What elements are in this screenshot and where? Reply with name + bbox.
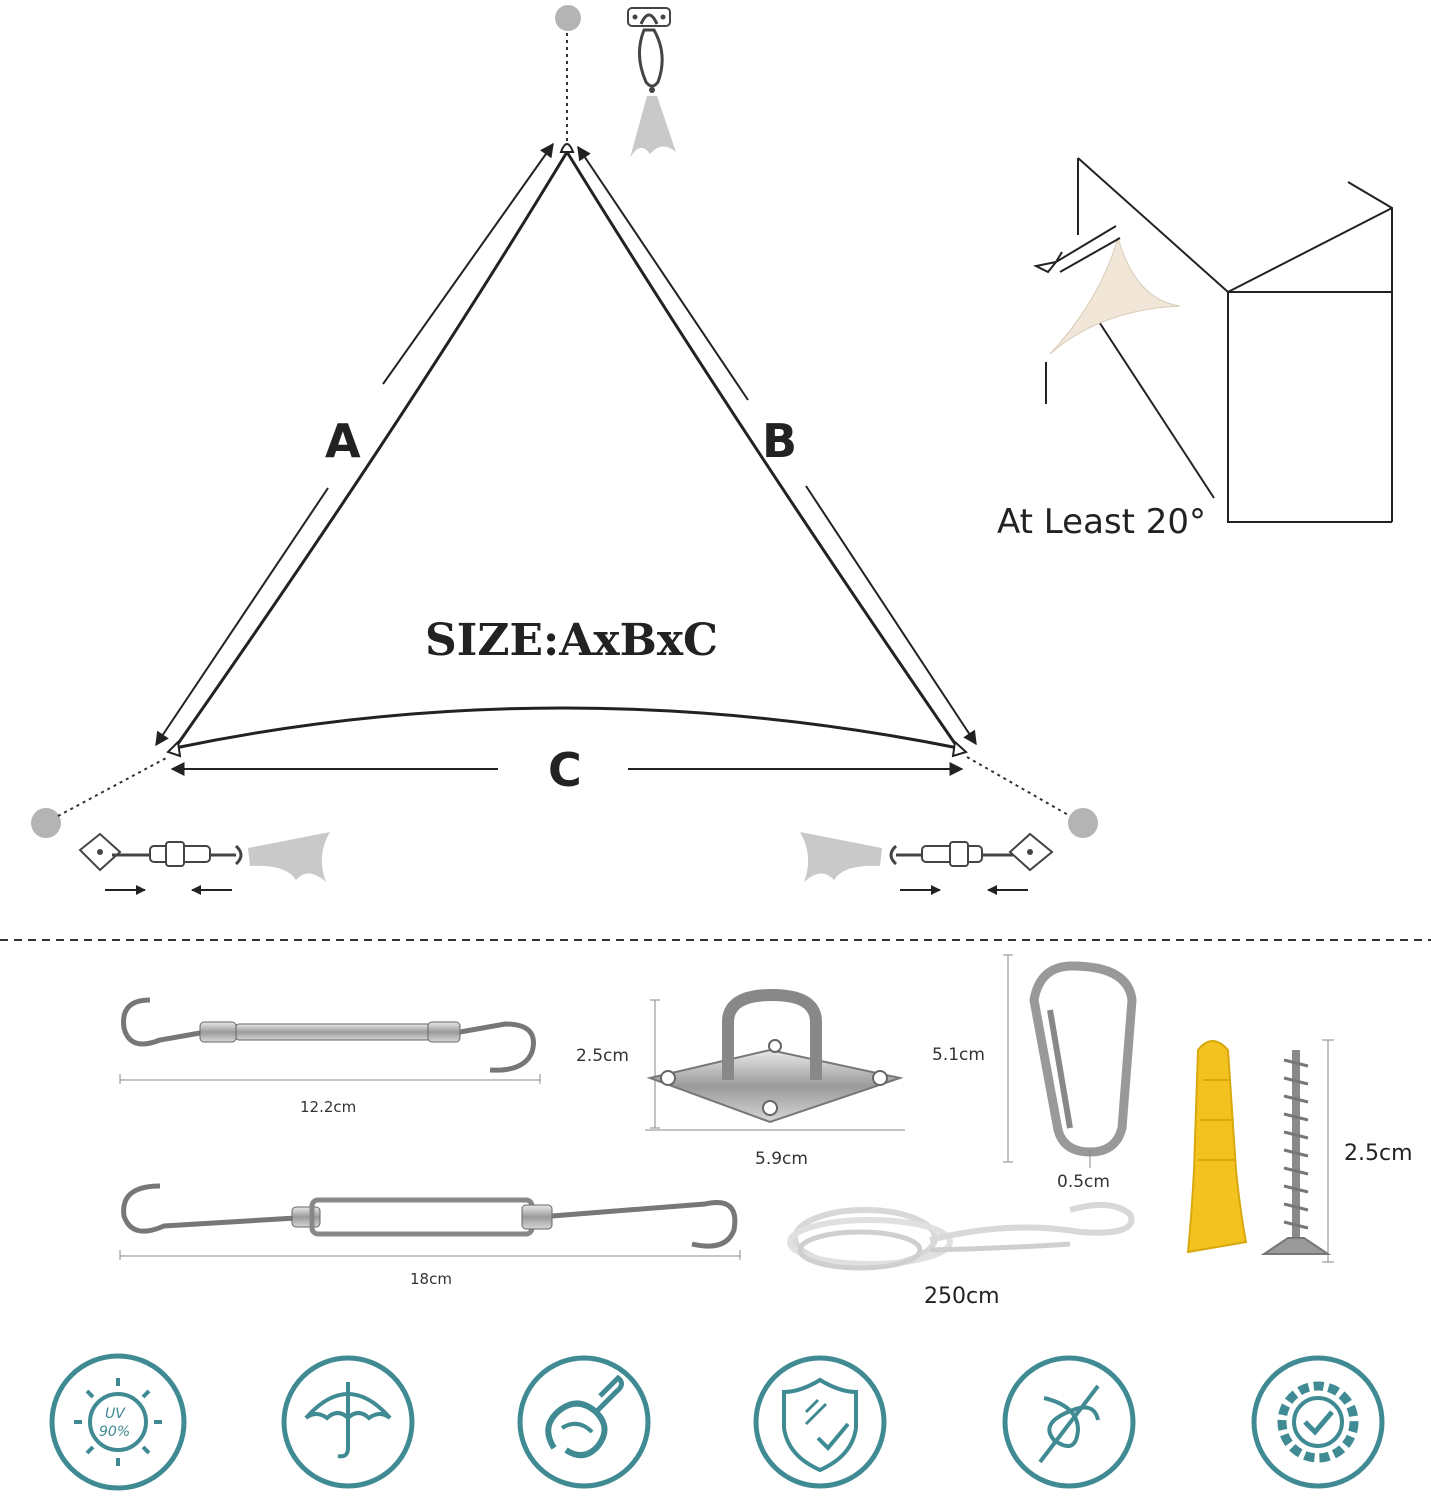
top-hardware-illustration <box>627 7 676 158</box>
side-a-arrow-upper <box>382 142 554 385</box>
rope-length: 250cm <box>924 1284 1000 1309</box>
turnbuckle-small-length: 12.2cm <box>300 1098 356 1116</box>
angle-label: At Least 20° <box>997 502 1206 542</box>
side-a-arrow-lower <box>155 487 329 747</box>
needle-thread-icon <box>1002 1355 1136 1489</box>
right-corner-ring <box>951 739 968 758</box>
side-b-arrow-lower <box>805 485 977 746</box>
left-anchor-point <box>31 808 61 838</box>
size-formula: SIZE:AxBxC <box>425 615 718 666</box>
right-guy-line <box>966 756 1071 817</box>
pad-eye-width: 5.9cm <box>755 1149 808 1169</box>
top-sail-corner <box>630 96 676 158</box>
feature-icon-row: UV 90% <box>49 1353 1385 1491</box>
carabiner: 5.1cm 0.5cm <box>932 954 1137 1192</box>
carabiner-thickness: 0.5cm <box>1057 1172 1110 1192</box>
sail-triangle-group: A B C SIZE:AxBxC <box>31 5 1098 838</box>
angle-illustration: At Least 20° <box>997 157 1393 542</box>
turnbuckle-small: 12.2cm <box>119 997 541 1116</box>
top-anchor-point <box>555 5 581 31</box>
rope-coil: 250cm <box>787 1201 1135 1309</box>
uv-protection-icon: UV 90% <box>49 1353 187 1491</box>
left-corner-ring <box>166 739 182 758</box>
rope-icon <box>517 1355 651 1489</box>
side-a-label: A <box>325 414 361 468</box>
mini-sail <box>1049 236 1181 355</box>
right-sail-corner <box>800 832 882 882</box>
uv-text: UV <box>105 1406 126 1422</box>
umbrella-icon <box>281 1355 415 1489</box>
side-c-label: C <box>548 743 582 797</box>
right-hardware-illustration <box>800 832 1054 895</box>
top-corner-ring <box>559 143 575 153</box>
side-b-label: B <box>762 414 797 468</box>
left-sail-corner <box>248 832 330 882</box>
screw-head <box>1260 1237 1332 1255</box>
pad-eye-height: 2.5cm <box>576 1046 629 1066</box>
wall-anchor-and-screw: 2.5cm <box>1186 1039 1413 1263</box>
gear-check-icon <box>1251 1355 1385 1489</box>
uv-percent: 90% <box>99 1424 130 1440</box>
yellow-wall-plug <box>1186 1040 1248 1254</box>
left-hardware-illustration <box>78 832 330 895</box>
pad-eye-plate: 2.5cm 5.9cm <box>576 988 905 1169</box>
right-anchor-point <box>1068 808 1098 838</box>
turnbuckle-large: 18cm <box>119 1183 741 1288</box>
sail-outline <box>171 149 962 751</box>
turnbuckle-large-length: 18cm <box>410 1270 452 1288</box>
screw-length: 2.5cm <box>1344 1141 1413 1166</box>
carabiner-height: 5.1cm <box>932 1045 985 1065</box>
slope-arrow <box>1032 225 1121 274</box>
side-b-arrow-upper <box>577 145 749 401</box>
left-guy-line <box>57 756 169 817</box>
shield-icon <box>753 1355 887 1489</box>
